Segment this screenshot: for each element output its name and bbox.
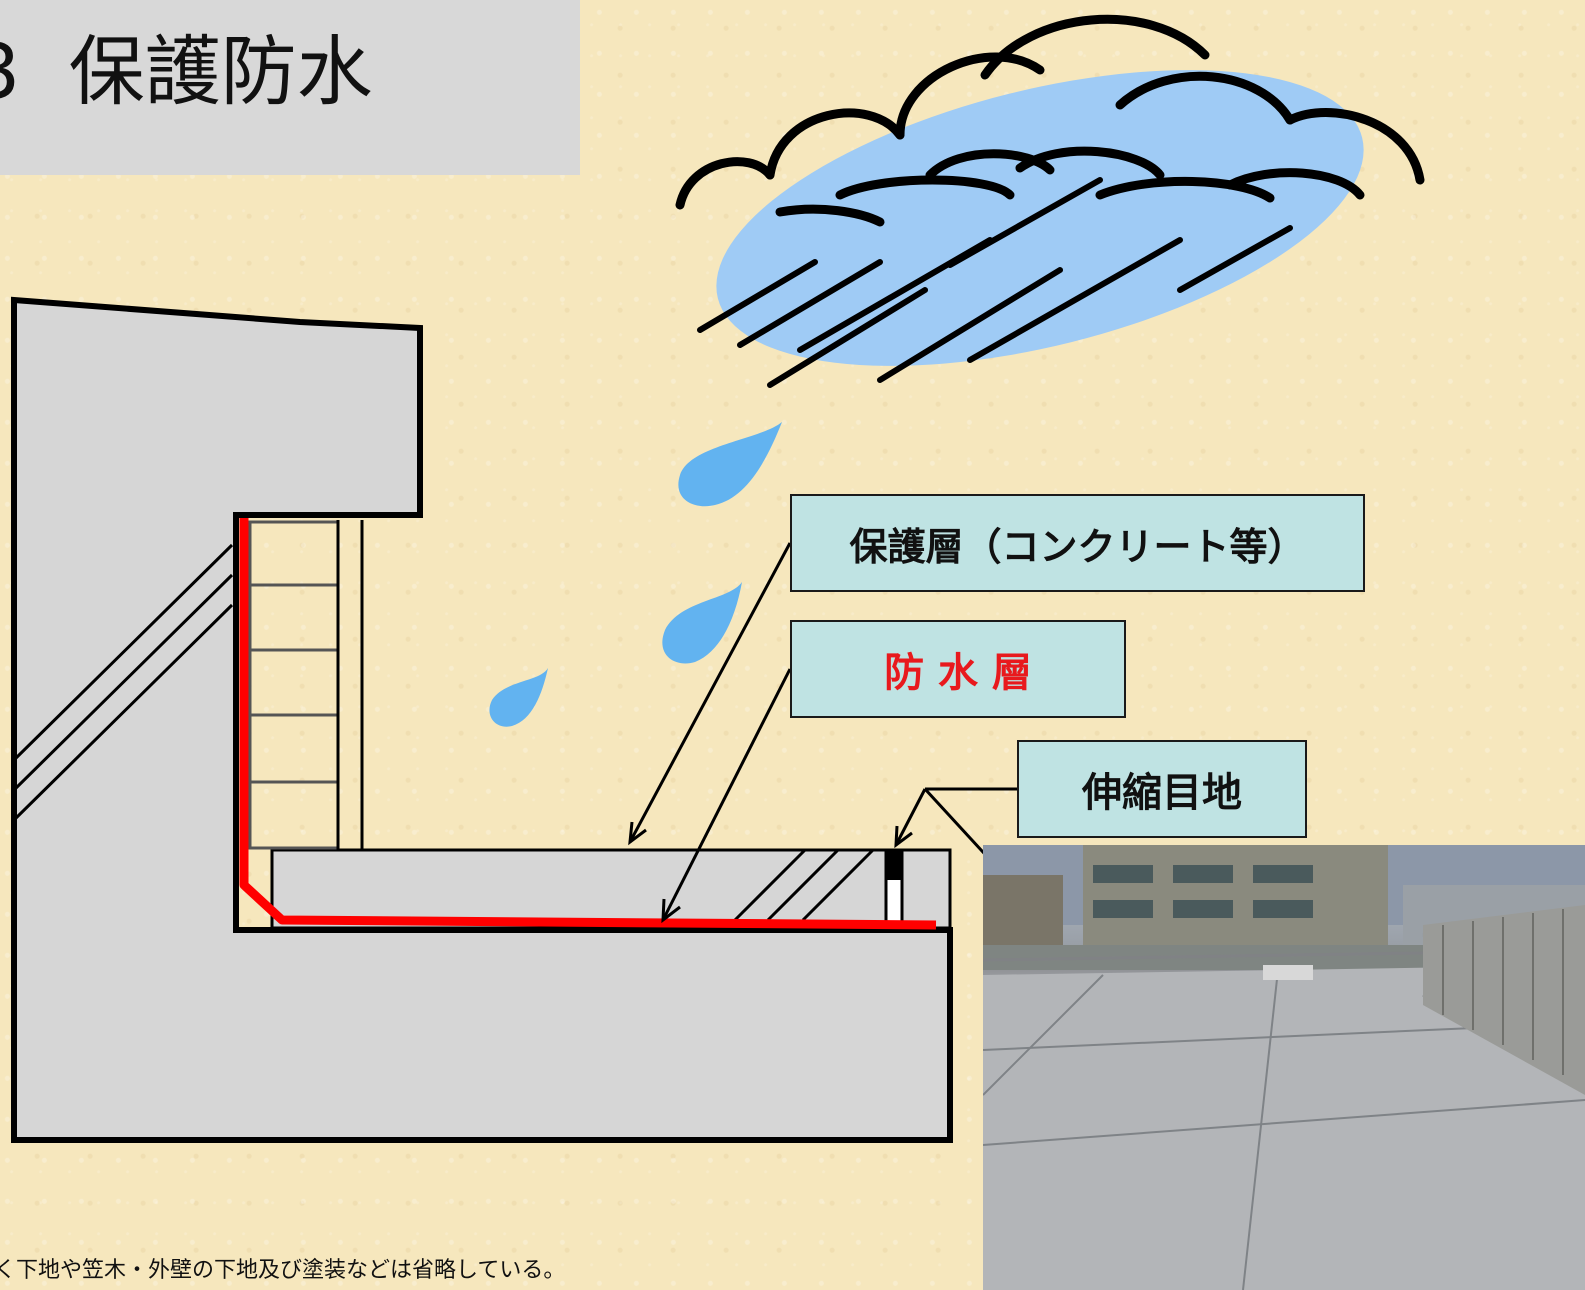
rain-cloud-icon: [675, 14, 1425, 388]
expansion-joint-mark: [884, 848, 904, 928]
rooftop-photo-image: [983, 845, 1585, 1290]
wall-hatching: [12, 543, 234, 822]
footnote: く下地や笠木・外壁の下地及び塗装などは省略している。: [0, 1258, 566, 1283]
page-title: 3 保護防水: [0, 27, 373, 116]
expansion-joint-label: 伸縮目地: [1017, 740, 1307, 838]
waterproof-layer-line: [239, 518, 937, 930]
protective-layer-label: 保護層（コンクリート等）: [790, 494, 1365, 592]
water-drop-icon: [489, 422, 782, 727]
parapet-wall: [11, 296, 953, 1143]
title-banner: 3 保護防水: [0, 0, 580, 175]
waterproof-layer-label: 防 水 層: [790, 620, 1126, 718]
brick-protection: [248, 520, 340, 850]
rooftop-photo: [983, 845, 1585, 1290]
building-section: [11, 296, 953, 1143]
slab-hatching: [733, 848, 875, 922]
